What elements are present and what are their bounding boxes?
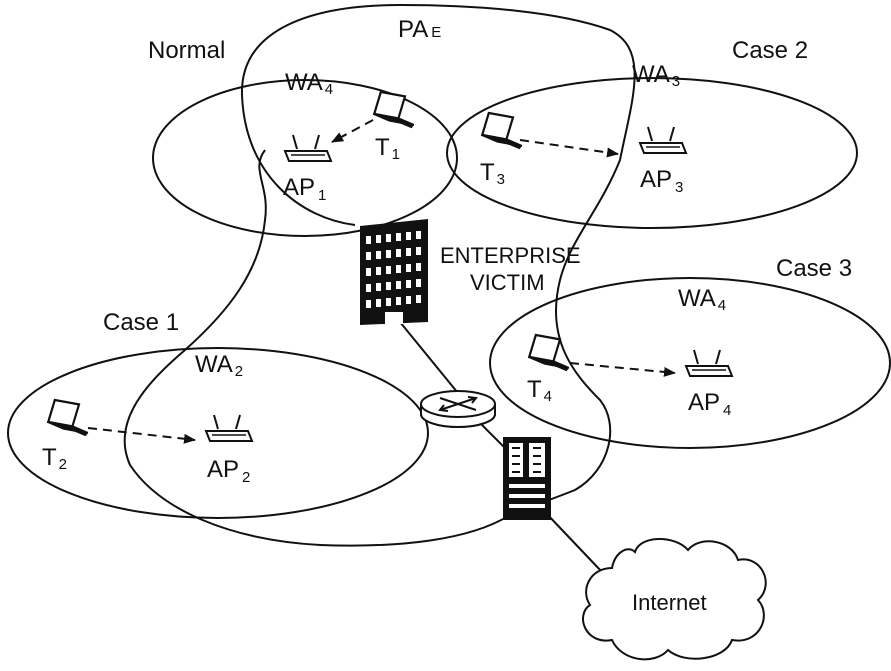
case-label-case2: Case 2 xyxy=(732,37,808,64)
arrow-t2-to-ap2 xyxy=(87,427,196,444)
enterprise-label-line1: ENTERPRISE xyxy=(440,243,581,268)
router-icon xyxy=(420,390,496,428)
office-building-icon xyxy=(360,219,428,325)
access-point-icon xyxy=(638,126,688,154)
link-building-to-router xyxy=(399,321,463,399)
arrow-t3-to-ap3 xyxy=(519,139,619,158)
access-point-icon xyxy=(684,349,734,377)
wireless-area-case3 xyxy=(489,277,891,449)
laptop-icon xyxy=(46,398,89,437)
enterprise-label-line2: VICTIM xyxy=(470,270,545,295)
wireless-area-case1 xyxy=(7,347,429,519)
arrow-t1-to-ap1 xyxy=(331,119,374,143)
case-label-case1: Case 1 xyxy=(103,309,179,336)
case-label-normal: Normal xyxy=(148,37,225,64)
enterprise-perimeter xyxy=(123,3,636,547)
case-label-case3: Case 3 xyxy=(776,255,852,282)
access-point-icon xyxy=(204,414,254,442)
arrow-t4-to-ap4 xyxy=(569,362,676,377)
access-point-icon xyxy=(283,134,333,162)
laptop-icon xyxy=(480,111,523,150)
cloud-icon xyxy=(582,538,767,661)
laptop-icon xyxy=(527,333,570,372)
wireless-area-case2 xyxy=(446,77,858,229)
internet-label: Internet xyxy=(632,590,707,615)
wireless-area-normal xyxy=(152,79,458,237)
server-rack-icon xyxy=(503,437,551,520)
link-server-to-internet xyxy=(544,511,603,573)
laptop-icon xyxy=(372,90,415,129)
